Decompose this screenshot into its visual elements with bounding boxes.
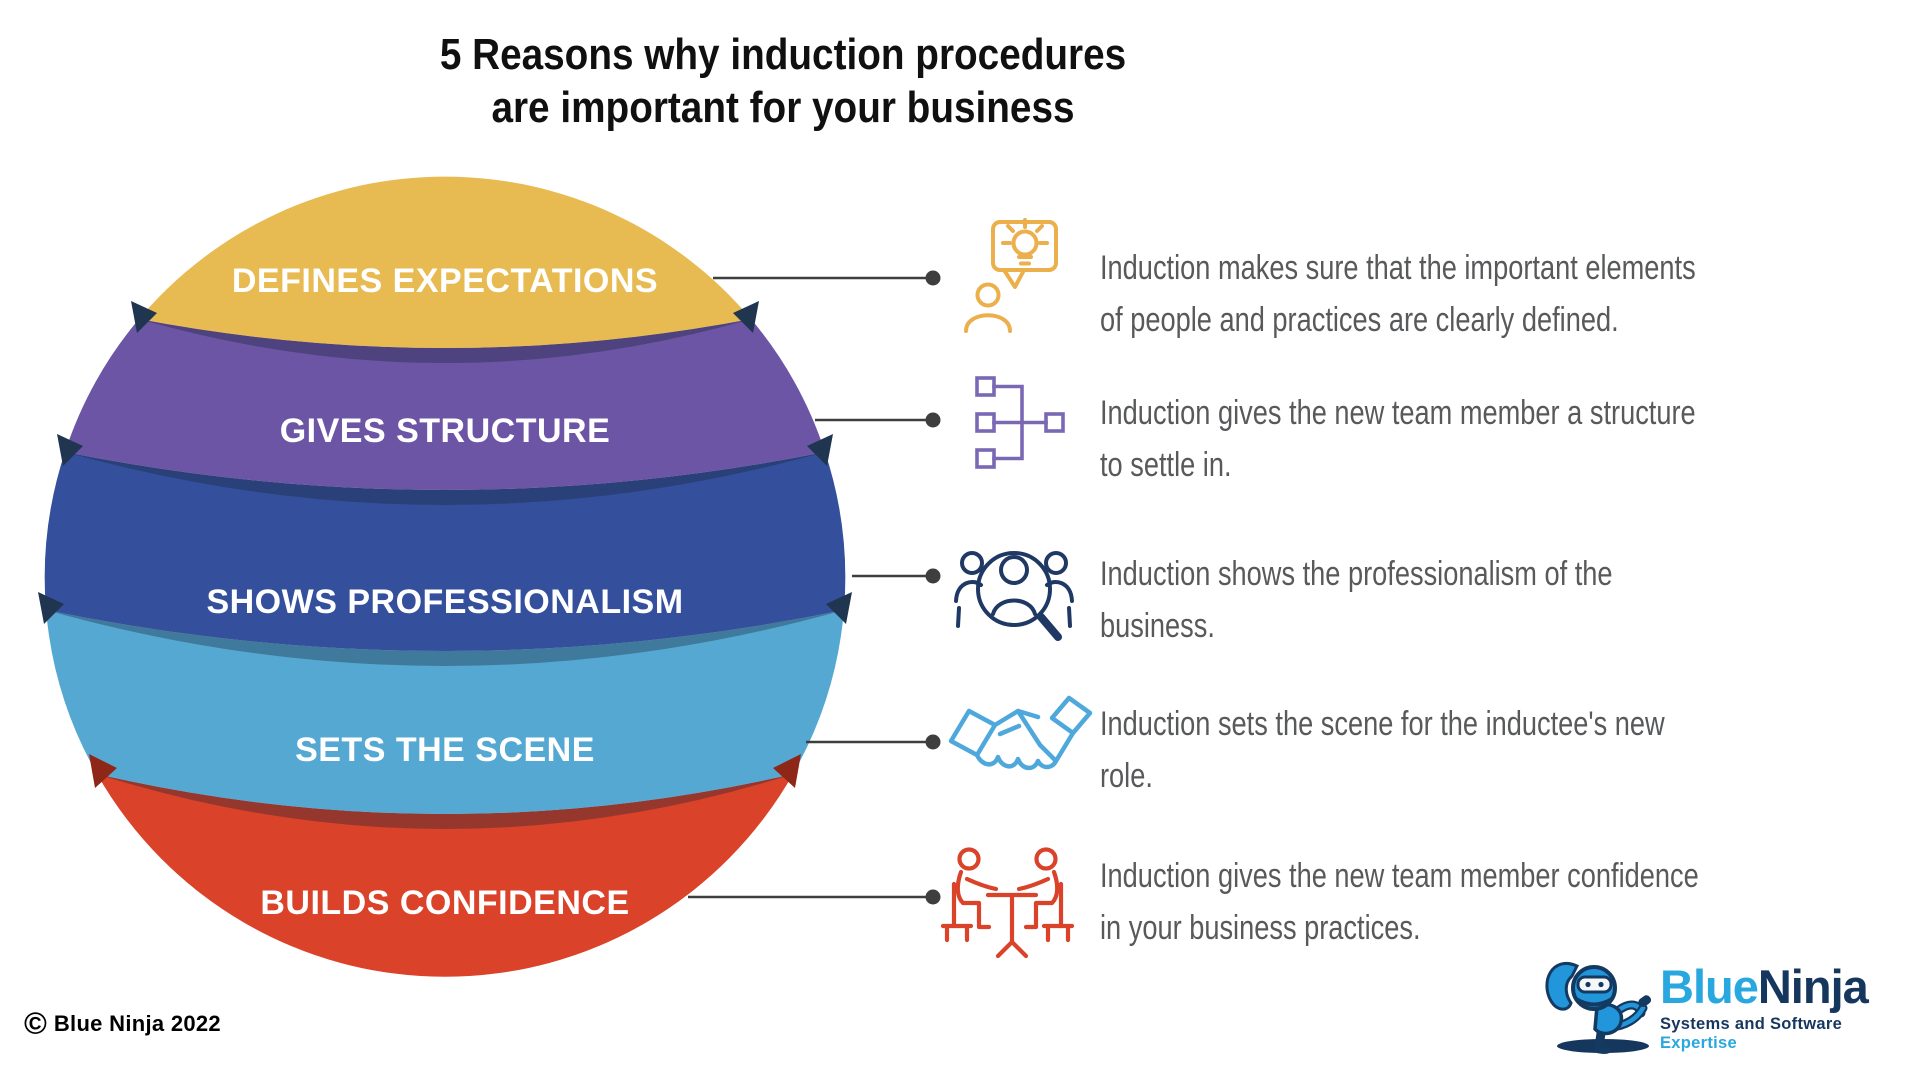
description-line: Induction shows the professionalism of t…	[1100, 555, 1613, 593]
tagline-text-navy: Systems and Software	[1660, 1015, 1843, 1033]
copyright-symbol: ©	[24, 1006, 47, 1041]
connector-dot-1	[925, 270, 941, 286]
description-line: Induction makes sure that the important …	[1100, 249, 1696, 287]
people-search-icon	[954, 551, 1074, 641]
band-junction-shadows	[46, 319, 844, 829]
description-row-1: Induction makes sure that the important …	[1100, 242, 1820, 346]
connector-dot-3	[925, 568, 941, 584]
band-defines-expectations-shape	[139, 176, 751, 348]
brand-tagline: Systems and Software Expertise	[1660, 1015, 1920, 1053]
description-line: Induction sets the scene for the inducte…	[1100, 705, 1665, 743]
person-idea-bubble-icon	[964, 218, 1058, 333]
description-line: to settle in.	[1100, 446, 1232, 484]
band-shows-professionalism-shape	[44, 452, 846, 651]
connector-dot-5	[925, 889, 941, 905]
description-row-4: Induction sets the scene for the inducte…	[1100, 698, 1820, 802]
blue-ninja-mascot-icon	[1545, 962, 1652, 1054]
description-row-3: Induction shows the professionalism of t…	[1100, 548, 1820, 652]
tagline-text-blue: Expertise	[1660, 1034, 1737, 1052]
description-line: Induction gives the new team member conf…	[1100, 857, 1699, 895]
connector-dot-4	[925, 734, 941, 750]
band-label-shows-professionalism: SHOWS PROFESSIONALISM	[206, 583, 683, 621]
copyright: © Blue Ninja 2022	[24, 1008, 221, 1039]
connector-dot-2	[925, 412, 941, 428]
blue-ninja-logo: BlueNinja Systems and Software Expertise	[1660, 963, 1920, 1053]
page-title: 5 Reasons why induction procedures are i…	[422, 28, 1144, 134]
connector-lines	[688, 276, 926, 899]
title-line-2: are important for your business	[491, 83, 1075, 132]
description-line: business.	[1100, 607, 1215, 645]
band-sets-the-scene-shape	[46, 610, 844, 814]
description-row-5: Induction gives the new team member conf…	[1100, 850, 1820, 954]
band-label-sets-the-scene: SETS THE SCENE	[295, 731, 595, 769]
hierarchy-icon	[975, 376, 1065, 469]
title-line-1: 5 Reasons why induction procedures	[439, 30, 1127, 79]
band-gives-structure-shape	[65, 319, 825, 490]
brand-text-blue: Blue	[1660, 960, 1759, 1013]
band-label-gives-structure: GIVES STRUCTURE	[280, 412, 611, 450]
interview-table-icon	[940, 847, 1075, 959]
sphere-diagram: DEFINES EXPECTATIONS GIVES STRUCTURE SHO…	[38, 176, 852, 977]
copyright-text: Blue Ninja 2022	[53, 1010, 221, 1036]
description-line: in your business practices.	[1100, 909, 1421, 947]
band-junction-notches	[38, 301, 852, 788]
description-row-2: Induction gives the new team member a st…	[1100, 387, 1820, 491]
connector-dots	[925, 270, 941, 905]
description-line: of people and practices are clearly defi…	[1100, 301, 1619, 339]
description-line: role.	[1100, 757, 1153, 795]
description-line: Induction gives the new team member a st…	[1100, 394, 1696, 432]
band-label-builds-confidence: BUILDS CONFIDENCE	[260, 884, 629, 922]
handshake-icon	[948, 695, 1093, 771]
band-builds-confidence-shape	[97, 774, 793, 977]
brand-wordmark: BlueNinja	[1660, 963, 1920, 1010]
band-label-defines-expectations: DEFINES EXPECTATIONS	[232, 262, 658, 300]
brand-text-navy: Ninja	[1757, 960, 1869, 1013]
